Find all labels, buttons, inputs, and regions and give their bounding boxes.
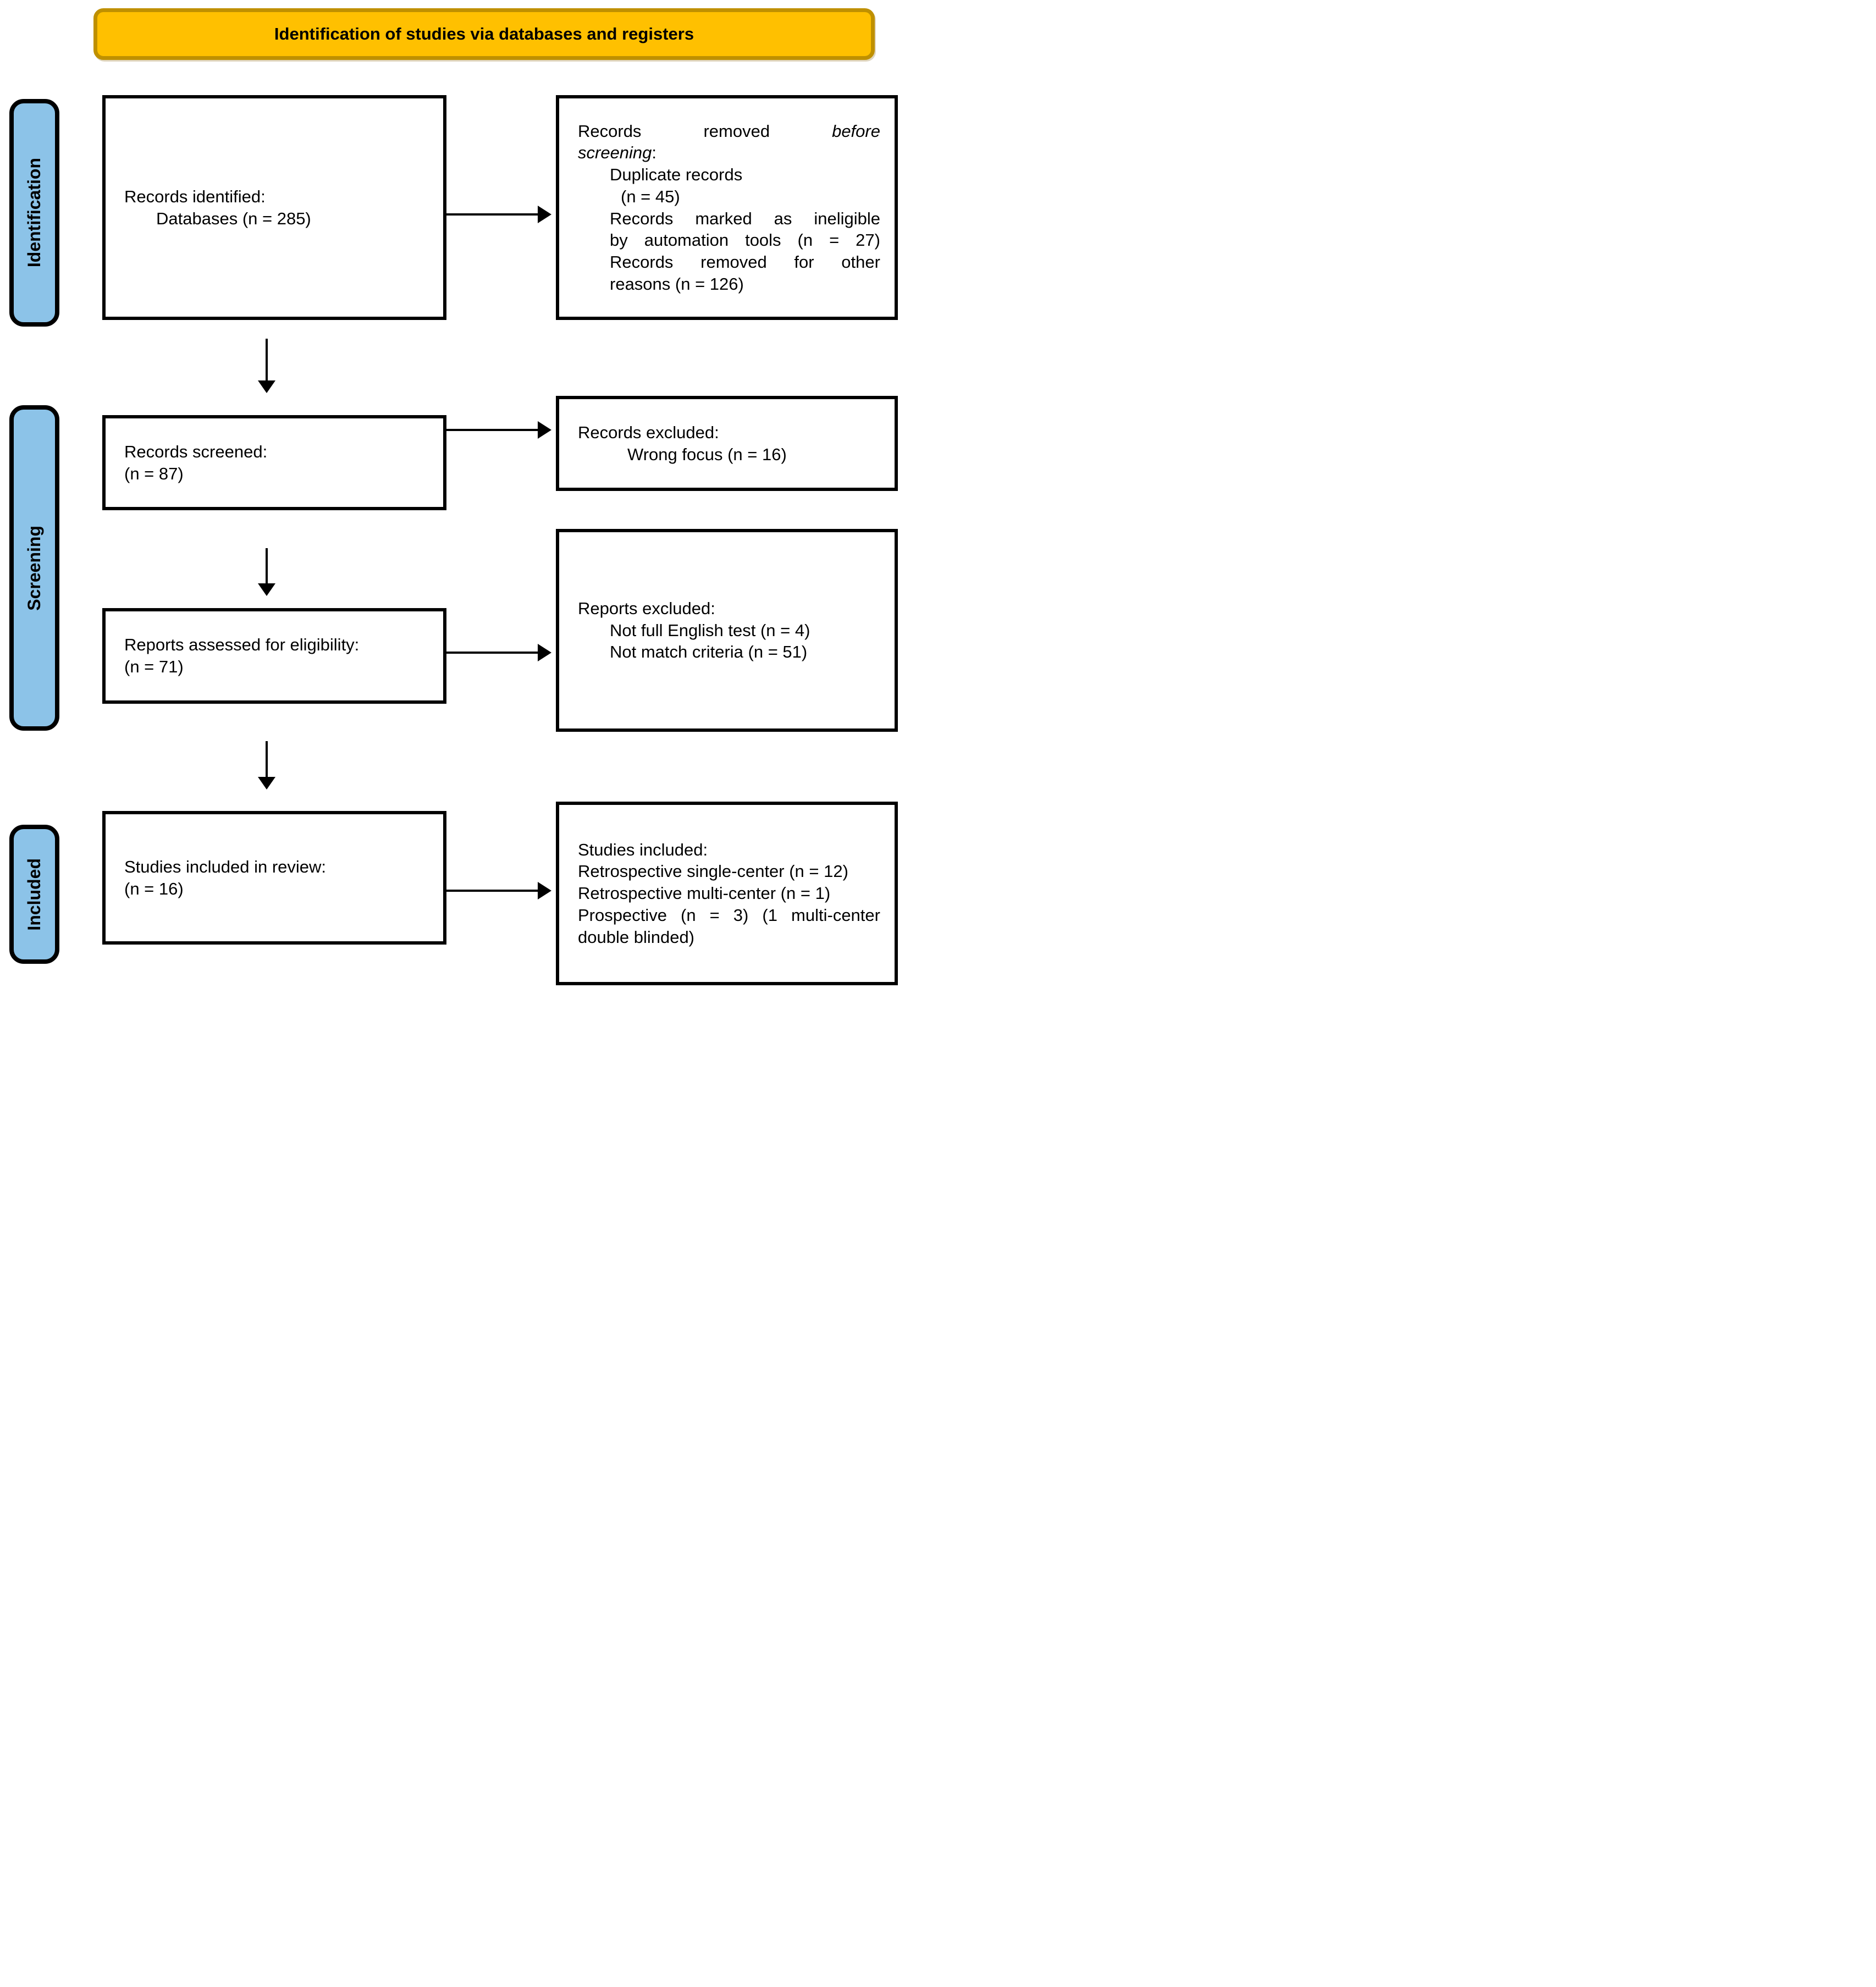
stage-label-included: Included bbox=[9, 825, 59, 964]
box-reports-excluded: Reports excluded: Not full English test … bbox=[556, 529, 898, 732]
title-banner: Identification of studies via databases … bbox=[93, 8, 875, 60]
box-reports-assessed: Reports assessed for eligibility: (n = 7… bbox=[102, 608, 446, 704]
text-line: double blinded) bbox=[578, 927, 695, 947]
text-line: (n = 16) bbox=[124, 879, 184, 898]
text-line: Records marked as ineligible bbox=[610, 208, 880, 230]
text-word: = bbox=[709, 905, 720, 925]
text-word: (n bbox=[681, 905, 696, 925]
text-word: Records bbox=[610, 252, 674, 272]
box-records-removed: Records removed before screening: Duplic… bbox=[556, 95, 898, 320]
text-line: (n = 45) bbox=[621, 186, 680, 206]
text-line: reasons (n = 126) bbox=[610, 274, 744, 294]
text-word: removed bbox=[700, 252, 767, 272]
title-text: Identification of studies via databases … bbox=[274, 24, 694, 43]
text-line: screening: bbox=[578, 142, 880, 164]
text-word: Prospective bbox=[578, 905, 667, 925]
arrow-right-identified-to-removed bbox=[446, 213, 538, 216]
box-studies-included-review: Studies included in review: (n = 16) bbox=[102, 811, 446, 945]
stage-label-screening-text: Screening bbox=[24, 525, 44, 611]
text-line: Not full English test (n = 4) bbox=[610, 620, 810, 640]
stage-label-included-text: Included bbox=[24, 858, 44, 931]
text-word: tools bbox=[745, 230, 781, 250]
text-word: (n bbox=[797, 230, 813, 250]
text-word: for bbox=[794, 252, 814, 272]
box-records-screened: Records screened: (n = 87) bbox=[102, 415, 446, 510]
text-line: by automation tools (n = 27) bbox=[610, 229, 880, 251]
text-line: Prospective (n = 3) (1 multi-center bbox=[578, 904, 880, 926]
box-records-excluded: Records excluded: Wrong focus (n = 16) bbox=[556, 396, 898, 491]
text-word: removed bbox=[703, 121, 770, 141]
box-studies-included: Studies included: Retrospective single-c… bbox=[556, 802, 898, 985]
text-line: Not match criteria (n = 51) bbox=[610, 642, 808, 662]
arrow-down-screened-to-assessed bbox=[266, 548, 268, 583]
text-line: Retrospective single-center (n = 12) bbox=[578, 862, 848, 881]
arrow-right-assessed-to-reports-excluded bbox=[446, 652, 538, 654]
text-line: Retrospective multi-center (n = 1) bbox=[578, 884, 831, 903]
stage-label-identification: Identification bbox=[9, 99, 59, 327]
text-word: marked bbox=[695, 208, 752, 228]
text-line: (n = 71) bbox=[124, 657, 184, 676]
text-word: (1 bbox=[762, 905, 777, 925]
text-word: by bbox=[610, 230, 628, 250]
stage-label-identification-text: Identification bbox=[24, 158, 44, 268]
text-word-italic: before bbox=[832, 121, 880, 141]
box-records-identified: Records identified: Databases (n = 285) bbox=[102, 95, 446, 320]
text-word: multi-center bbox=[791, 905, 880, 925]
text-line: Records excluded: bbox=[578, 422, 719, 442]
text-line: Duplicate records bbox=[610, 165, 743, 185]
text-word: ineligible bbox=[814, 208, 880, 228]
arrow-right-screened-to-excluded bbox=[446, 429, 538, 431]
text-word: as bbox=[774, 208, 792, 228]
text-line: Reports excluded: bbox=[578, 598, 715, 618]
text-line: Records screened: bbox=[124, 441, 268, 461]
prisma-flow-diagram: Identification of studies via databases … bbox=[0, 0, 938, 993]
text-word: 27) bbox=[856, 230, 880, 250]
text-word: other bbox=[841, 252, 880, 272]
text-word: 3) bbox=[733, 905, 749, 925]
text-word: Records bbox=[610, 208, 674, 228]
text-word: : bbox=[652, 143, 657, 163]
text-line: Records removed before bbox=[578, 120, 880, 142]
text-line: Databases (n = 285) bbox=[156, 208, 311, 228]
text-line: Records removed for other bbox=[610, 251, 880, 273]
text-word: = bbox=[829, 230, 840, 250]
text-line: Reports assessed for eligibility: bbox=[124, 635, 360, 655]
text-line: Wrong focus (n = 16) bbox=[627, 444, 787, 464]
text-line: (n = 87) bbox=[124, 463, 184, 483]
stage-label-screening: Screening bbox=[9, 405, 59, 731]
arrow-down-assessed-to-included bbox=[266, 741, 268, 777]
text-line: Records identified: bbox=[124, 186, 266, 206]
text-line: Studies included: bbox=[578, 840, 708, 859]
text-line: Studies included in review: bbox=[124, 857, 327, 876]
text-word: automation bbox=[644, 230, 729, 250]
text-word-italic: screening bbox=[578, 143, 652, 163]
text-word: Records bbox=[578, 121, 642, 141]
arrow-right-review-to-studies-included bbox=[446, 890, 538, 892]
arrow-down-identified-to-screened bbox=[266, 339, 268, 380]
